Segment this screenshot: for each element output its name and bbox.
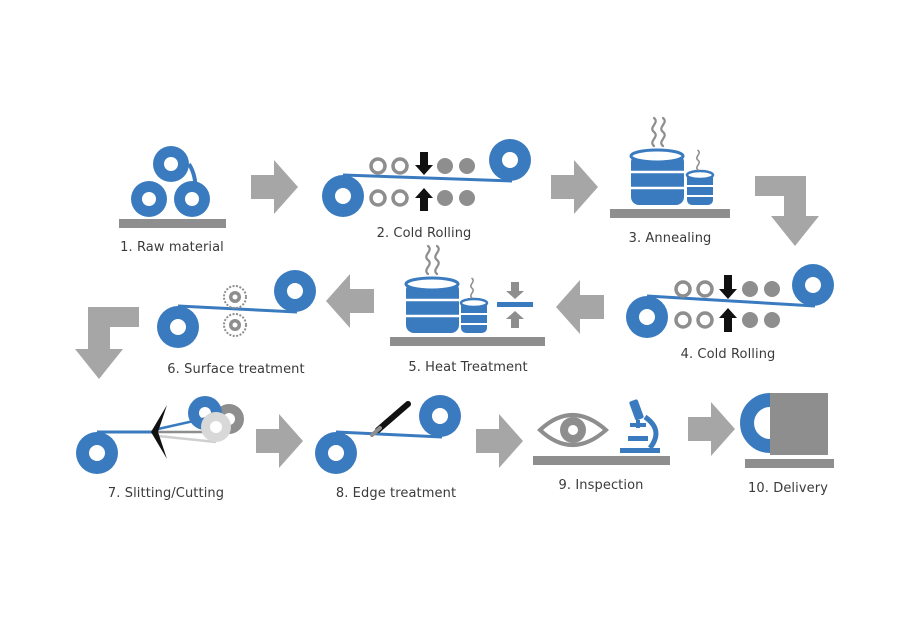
annealing-furnace-icon xyxy=(610,116,730,218)
arrow-right-5 xyxy=(688,402,735,456)
heat-treatment-icon xyxy=(390,244,545,346)
step-4-label: 4. Cold Rolling xyxy=(680,347,776,362)
step-6-label: 6. Surface treatment xyxy=(167,362,305,377)
surface-treatment-icon xyxy=(157,270,316,348)
step-9-icon xyxy=(533,399,670,465)
step-6-icon xyxy=(157,270,316,348)
step-10-label: 10. Delivery xyxy=(748,481,828,496)
step-10-icon xyxy=(740,393,834,468)
step-3-icon xyxy=(610,116,730,218)
step-1-icon xyxy=(119,146,226,228)
step-8-label: 8. Edge treatment xyxy=(335,486,457,501)
arrow-right-4 xyxy=(476,414,523,468)
rolling-mill-icon xyxy=(626,264,834,338)
edge-treatment-icon xyxy=(315,395,461,474)
delivery-icon xyxy=(740,393,834,468)
step-5-icon xyxy=(390,244,545,346)
arrow-right-2 xyxy=(551,160,598,214)
step-1-label: 1. Raw material xyxy=(120,240,224,255)
arrow-right-3 xyxy=(256,414,303,468)
arrow-down-left xyxy=(75,307,139,379)
slitting-icon xyxy=(76,396,244,474)
coil-stack-icon xyxy=(119,146,226,228)
step-8-icon xyxy=(315,395,461,474)
microscope-icon xyxy=(620,399,660,453)
rolling-mill-icon xyxy=(322,139,531,217)
step-2-label: 2. Cold Rolling xyxy=(376,226,472,241)
arrow-down-right xyxy=(755,176,819,246)
step-3-label: 3. Annealing xyxy=(628,231,712,246)
arrow-left-2 xyxy=(326,274,374,328)
step-9-label: 9. Inspection xyxy=(558,478,644,493)
step-7-label: 7. Slitting/Cutting xyxy=(107,486,225,501)
eye-icon xyxy=(537,413,610,447)
step-5-label: 5. Heat Treatment xyxy=(408,360,528,375)
step-7-icon xyxy=(76,396,244,474)
arrow-left-1 xyxy=(556,280,604,334)
step-2-icon xyxy=(322,139,531,217)
arrow-right-1 xyxy=(251,160,298,214)
step-4-icon xyxy=(626,264,834,338)
inspection-icon xyxy=(533,399,670,465)
